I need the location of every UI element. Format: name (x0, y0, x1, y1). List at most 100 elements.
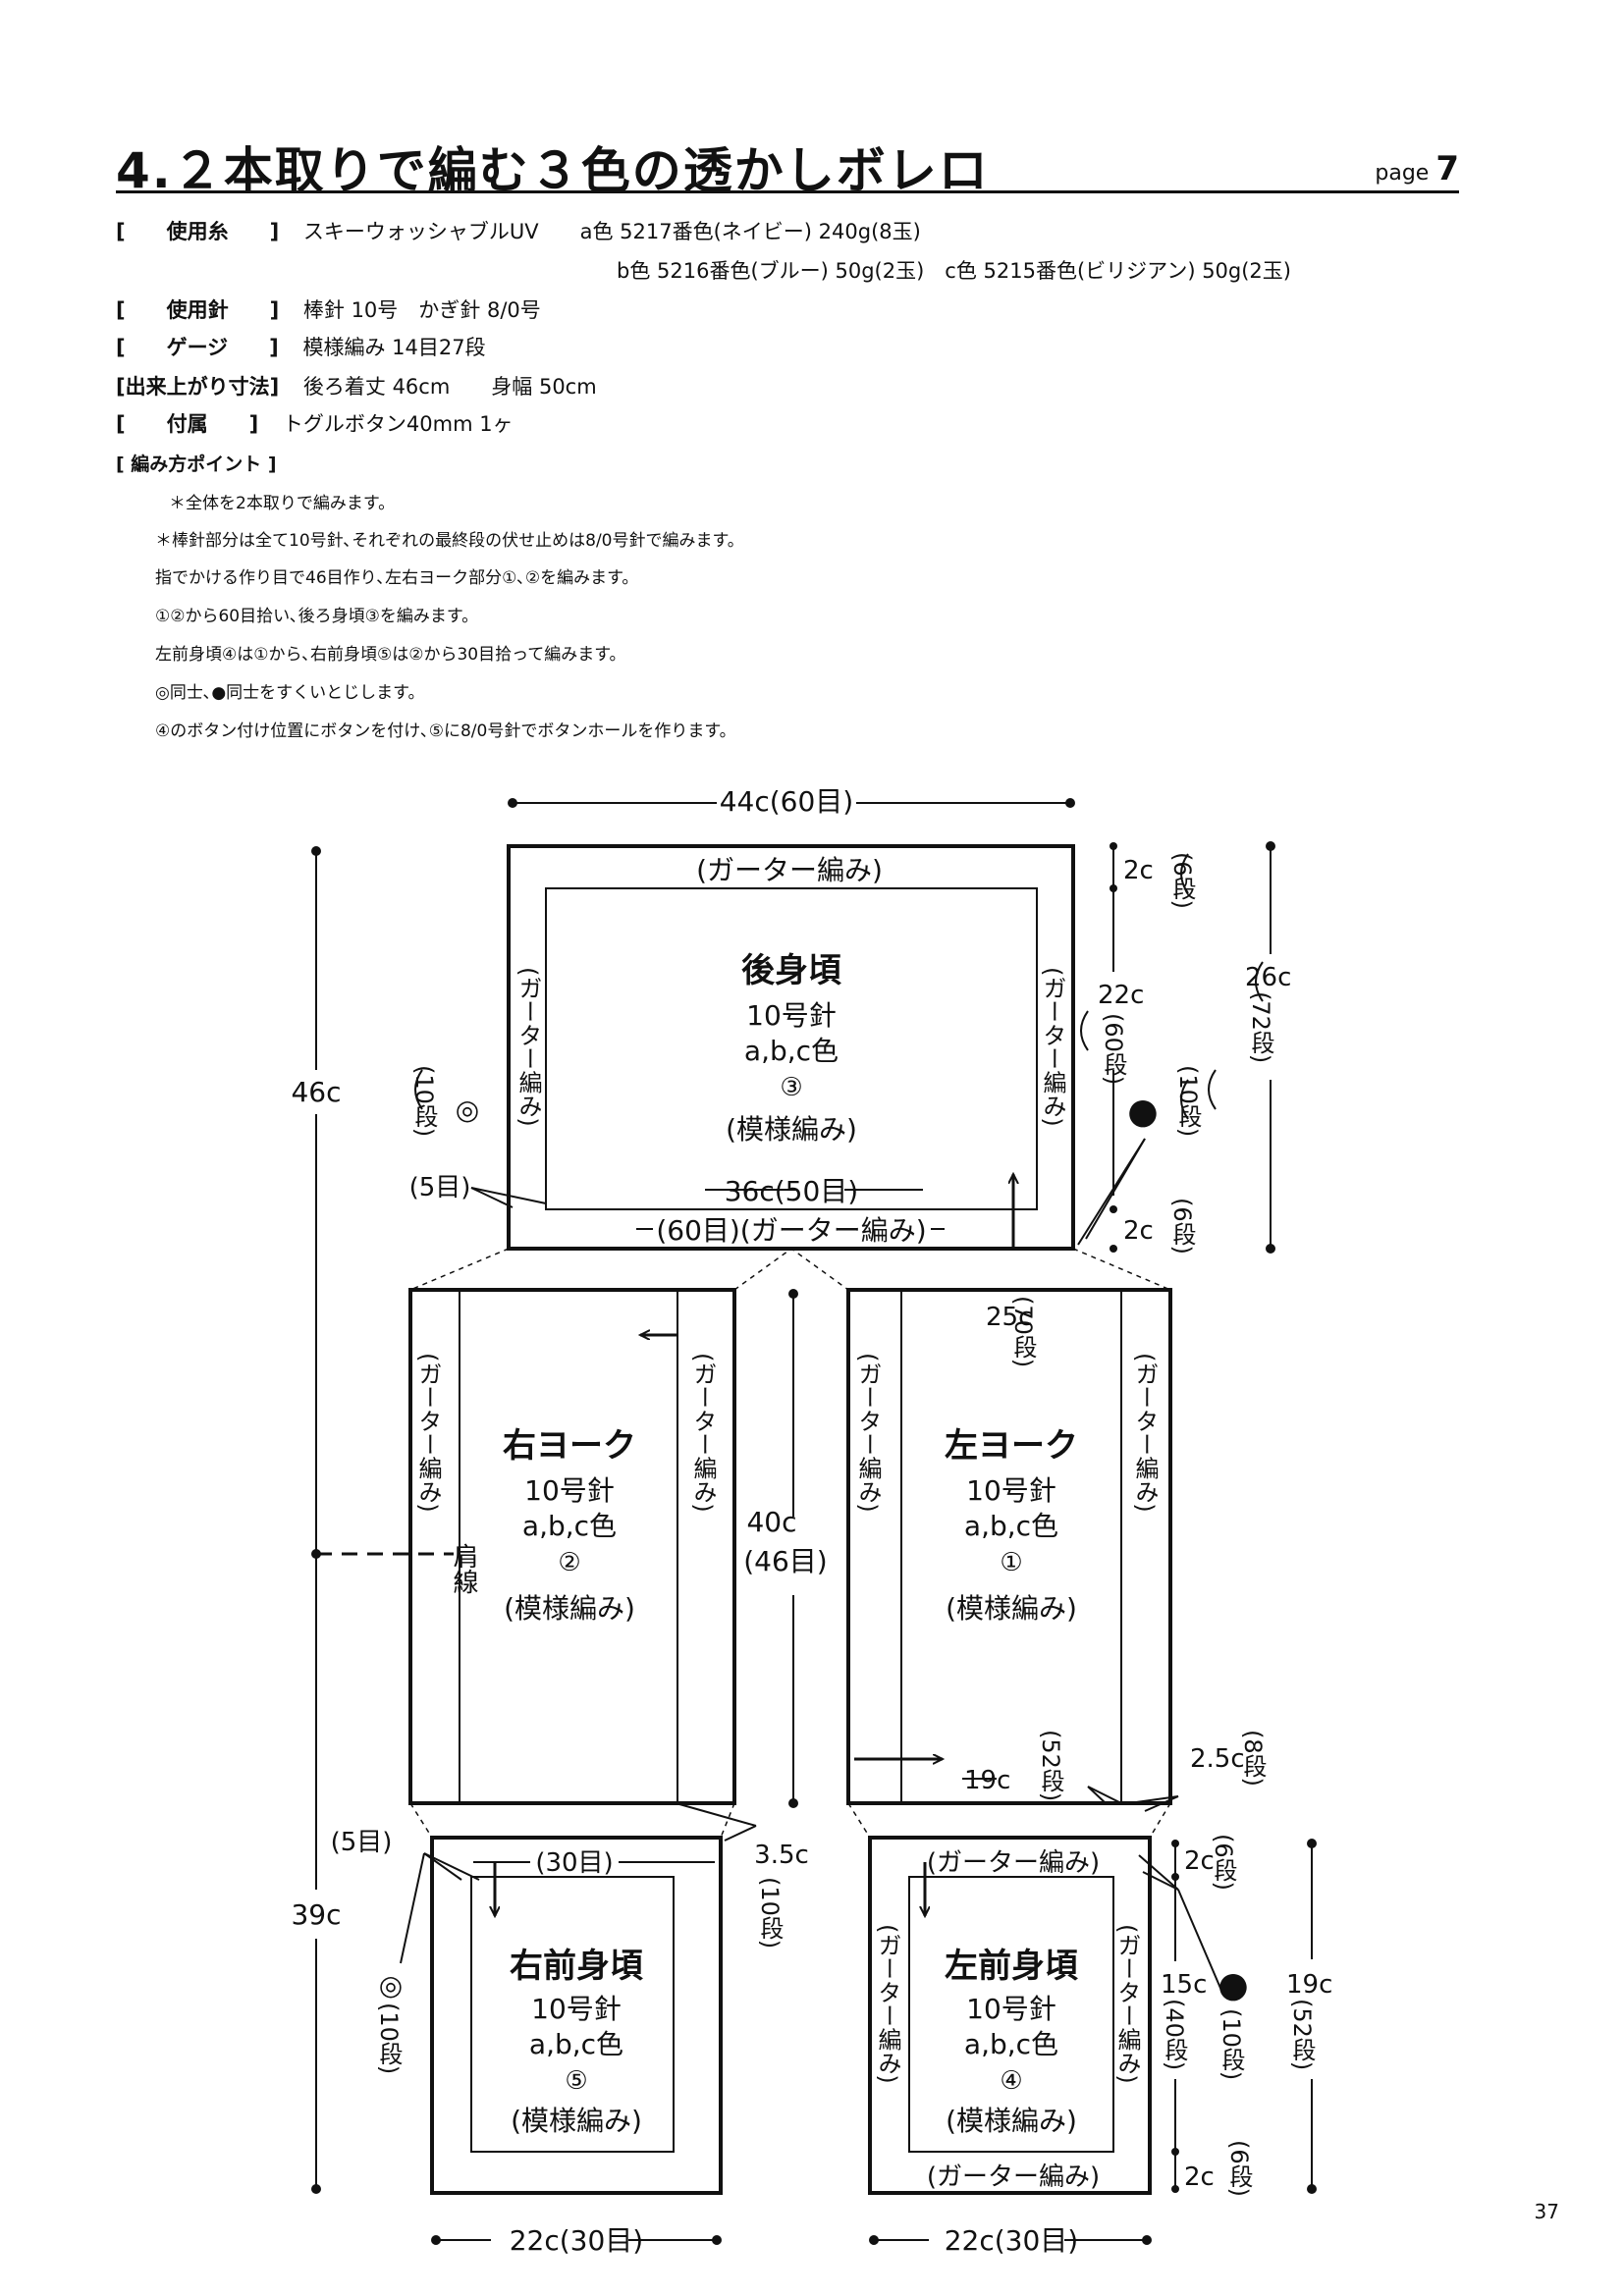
note-line: ◎同士､●同士をすくいとじします。 (155, 683, 425, 703)
lfront-num: ④ (1000, 2066, 1022, 2096)
shoulder-line-label: 肩線 (449, 1543, 478, 1594)
lyoke-right-garter: (ガーター編み) (1131, 1353, 1159, 1513)
lfront-10dan: (10段) (1218, 2008, 1245, 2080)
ryoke-left-garter: (ガーター編み) (414, 1353, 442, 1513)
spec-gauge-row: [ ゲージ ] 模様編み 14目27段 (116, 334, 486, 361)
page-number-header: 7 (1435, 149, 1459, 188)
ryoke-right-garter: (ガーター編み) (689, 1353, 717, 1513)
lyoke-name: 左ヨーク (945, 1426, 1078, 1466)
back-inner-width-label: 36c(50目) (725, 1175, 859, 1207)
spec-gauge-label: [ ゲージ ] (116, 336, 279, 359)
lyoke-left-garter: (ガーター編み) (854, 1353, 882, 1513)
back-bottom-2c: 2c (1123, 1216, 1154, 1246)
back-bottom-6dan: (6段) (1168, 1198, 1196, 1255)
rfront-3-5c: 3.5c (754, 1841, 809, 1870)
rfront-double-mark: ◎ (379, 1969, 403, 2002)
rfront-needle: 10号針 (531, 1993, 622, 2025)
spec-size-row: [出来上がり寸法] 後ろ着丈 46cm 身幅 50cm (116, 373, 597, 400)
lfront-top-6dan: (6段) (1210, 1834, 1237, 1891)
note-line: ①②から60目拾い､後ろ身頃③を編みます。 (155, 607, 479, 626)
lfront-40dan: (40段) (1161, 1999, 1188, 2070)
back-left-garter: (ガーター編み) (514, 967, 542, 1127)
rfront-name: 右前身頃 (510, 1947, 643, 1986)
pattern-title: 4.２本取りで編む３色の透かしボレロ (116, 142, 990, 199)
back-pattern: (模様編み) (726, 1113, 857, 1146)
lfront-bottom-6dan: (6段) (1225, 2140, 1253, 2197)
lfront-width: 22c(30目) (945, 2224, 1079, 2257)
left-yoke-outline (846, 1288, 1172, 1805)
rfront-30me: (30目) (535, 1848, 613, 1878)
rfront-num: ⑤ (565, 2066, 587, 2096)
back-top-6dan: (6段) (1168, 852, 1196, 909)
spec-accessory-row: [ 付属 ] トグルボタン40mm 1ヶ (116, 410, 514, 438)
back-5me: (5目) (409, 1173, 471, 1202)
ryoke-pattern: (模様編み) (504, 1592, 635, 1625)
back-26c: 26c (1245, 963, 1291, 992)
top-width-label: 44c(60目) (720, 785, 854, 818)
back-right-garter: (ガーター編み) (1039, 967, 1066, 1127)
lfront-15c: 15c (1161, 1970, 1207, 2000)
lfront-19c: 19c (1286, 1970, 1332, 2000)
ryoke-name: 右ヨーク (503, 1426, 636, 1466)
note-line: ④のボタン付け位置にボタンを付け､⑤に8/0号針でボタンホールを作ります。 (155, 721, 736, 741)
right-yoke-outline (408, 1288, 736, 1805)
back-num: ③ (780, 1073, 802, 1102)
back-top-2c: 2c (1123, 856, 1154, 885)
right-front-inner (470, 1876, 675, 2153)
back-left-10dan: (10段) (410, 1065, 438, 1137)
lyoke-70dan: (70段) (1009, 1296, 1037, 1367)
left-front-inner (908, 1876, 1114, 2153)
page-number: 37 (1534, 2200, 1559, 2223)
lyoke-52dan: (52段) (1037, 1730, 1064, 1801)
spec-yarn-value-2: b色 5216番色(ブルー) 50g(2玉) c色 5215番色(ビリジアン) … (617, 259, 1291, 283)
rfront-10dan: (10段) (375, 2002, 403, 2074)
lfront-bottom-garter: (ガーター編み) (927, 2163, 1100, 2192)
note-line: 左前身頃④は①から､右前身頃⑤は②から30目拾って編みます。 (155, 645, 626, 665)
lfront-right-garter: (ガーター編み) (1113, 1924, 1141, 2084)
notes-heading: [ 編み方ポイント ] (116, 454, 277, 475)
total-height-label: 46c (291, 1076, 341, 1108)
spec-yarn-row: [ 使用糸 ] スキーウォッシャブルUV a色 5217番色(ネイビー) 240… (116, 218, 921, 245)
ryoke-color: a,b,c色 (522, 1510, 617, 1542)
spec-yarn-value: スキーウォッシャブルUV a色 5217番色(ネイビー) 240g(8玉) (302, 220, 921, 243)
spec-accessory-value: トグルボタン40mm 1ヶ (282, 412, 514, 436)
spec-needle-row: [ 使用針 ] 棒針 10号 かぎ針 8/0号 (116, 296, 541, 324)
lyoke-num: ① (1000, 1548, 1022, 1577)
spec-gauge-value: 模様編み 14目27段 (302, 336, 486, 359)
lfront-bottom-2c: 2c (1184, 2163, 1215, 2192)
lfront-52dan: (52段) (1288, 1999, 1316, 2070)
back-name: 後身頃 (741, 951, 841, 990)
back-60dan: (60段) (1100, 1013, 1127, 1085)
spec-size-value: 後ろ着丈 46cm 身幅 50cm (302, 375, 597, 399)
back-double-mark: ◎ (456, 1094, 479, 1126)
back-color: a,b,c色 (744, 1035, 839, 1067)
lyoke-color: a,b,c色 (964, 1510, 1058, 1542)
back-right-10dan: (10段) (1174, 1065, 1202, 1137)
note-line: 指でかける作り目で46目作り､左右ヨーク部分①､②を編みます。 (155, 568, 639, 588)
lfront-needle: 10号針 (966, 1993, 1056, 2025)
lfront-pattern: (模様編み) (946, 2105, 1077, 2137)
rfront-5me: (5目) (331, 1828, 393, 1857)
lyoke-2-5c: 2.5c (1190, 1744, 1245, 1774)
lfront-dot-mark: ● (1218, 1965, 1248, 2005)
lfront-top-2c: 2c (1184, 1846, 1215, 1876)
note-line: ＊棒針部分は全て10号針､それぞれの最終段の伏せ止めは8/0号針で編みます。 (155, 531, 744, 551)
ryoke-num: ② (558, 1548, 580, 1577)
lyoke-25c: 25c (986, 1303, 1032, 1332)
back-top-garter-label: (ガーター編み) (696, 854, 883, 886)
spec-accessory-label: [ 付属 ] (116, 412, 259, 436)
rfront-width: 22c(30目) (510, 2224, 644, 2257)
spec-yarn-label: [ 使用糸 ] (116, 220, 280, 243)
back-72dan: (72段) (1247, 991, 1274, 1063)
page-word: page (1375, 161, 1430, 186)
spec-size-label: [出来上がり寸法] (116, 375, 280, 399)
lfront-color: a,b,c色 (964, 2028, 1058, 2060)
lyoke-pattern: (模様編み) (946, 1592, 1077, 1625)
left-front-outline (868, 1836, 1152, 2195)
lyoke-8dan: (8段) (1239, 1730, 1267, 1787)
spec-needle-label: [ 使用針 ] (116, 298, 280, 322)
yoke-40c: 40c (746, 1506, 796, 1538)
rfront-color: a,b,c色 (529, 2028, 623, 2060)
right-front-outline (430, 1836, 723, 2195)
